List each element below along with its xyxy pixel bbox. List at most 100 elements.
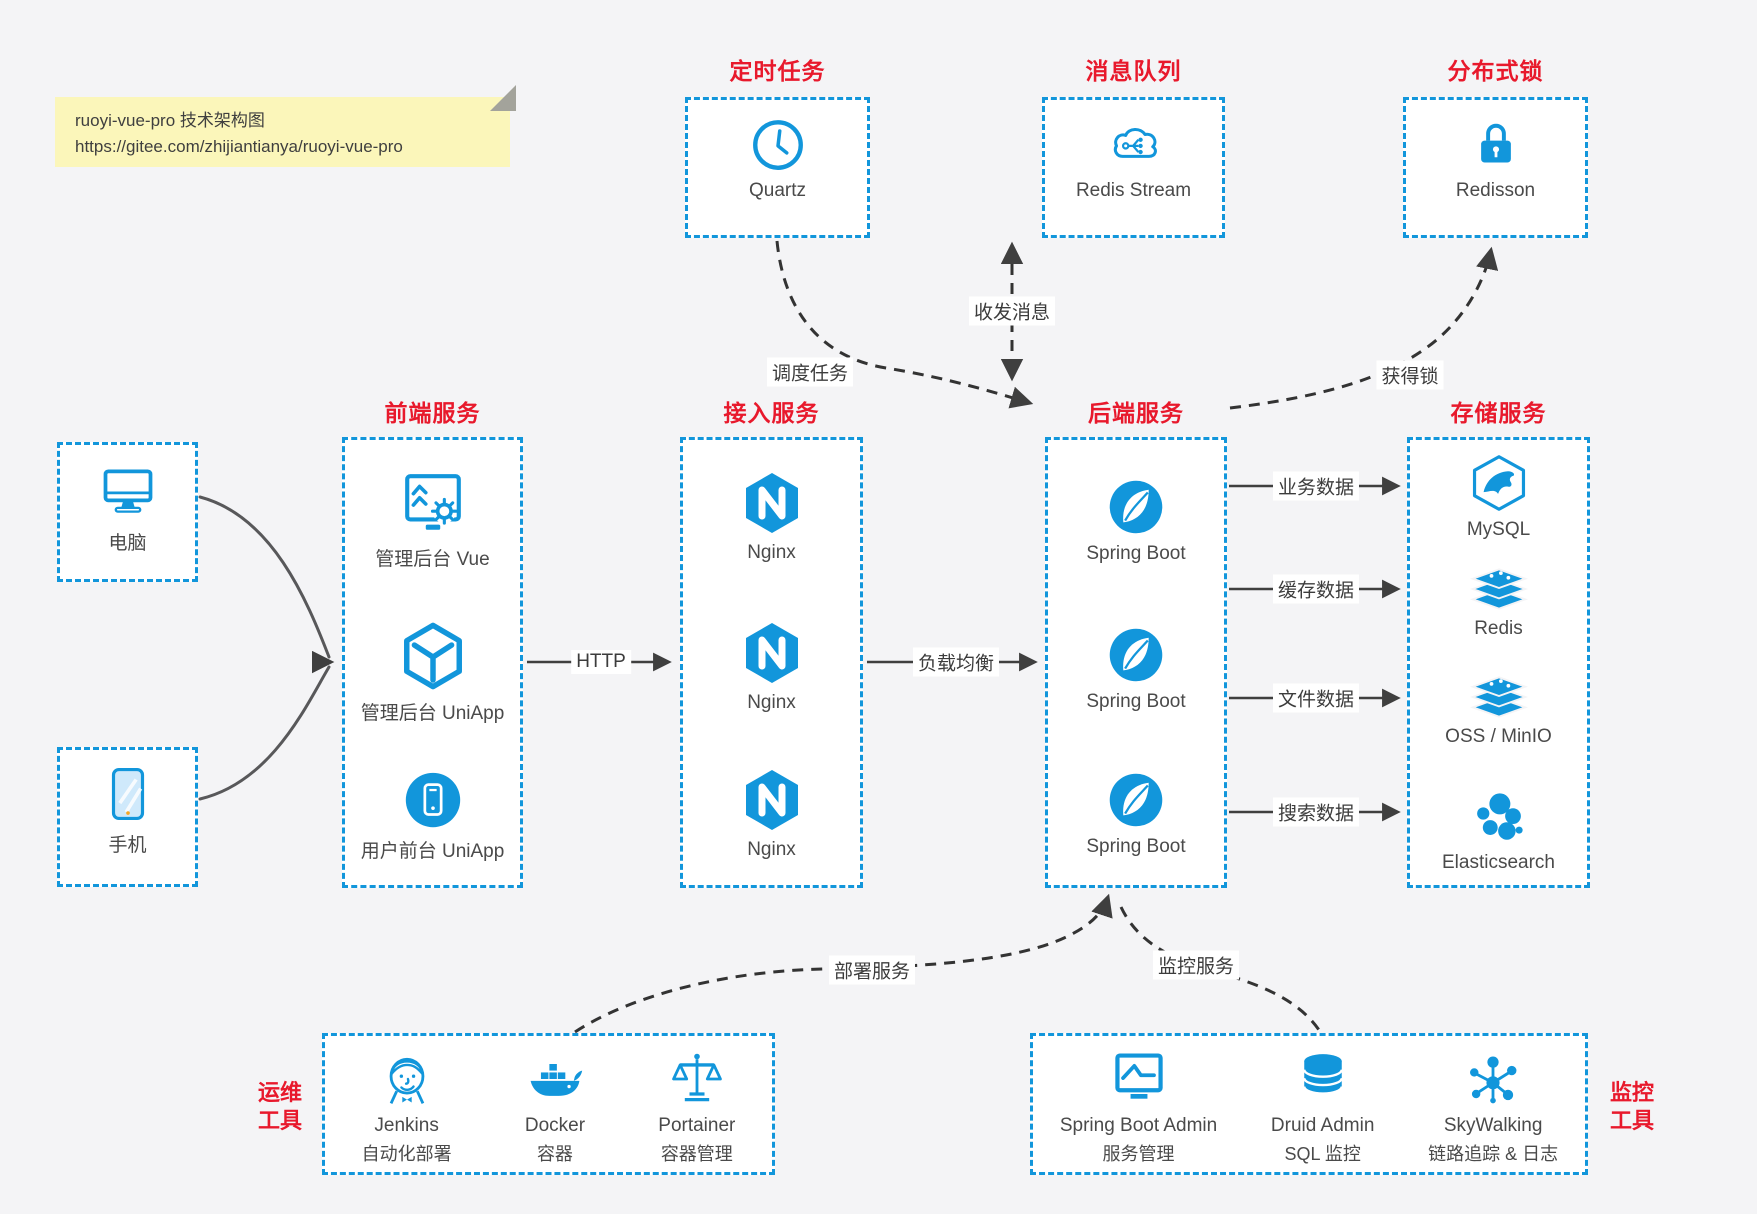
portainer-scale-icon bbox=[667, 1049, 727, 1109]
redis-stack-icon bbox=[1469, 567, 1529, 611]
frontend-item-label: 管理后台 Vue bbox=[375, 549, 490, 570]
backend-item-label: Spring Boot bbox=[1086, 691, 1186, 712]
ops-item-desc: 容器管理 bbox=[660, 1144, 733, 1164]
ops-item-desc: 自动化部署 bbox=[361, 1144, 452, 1164]
ops-side-title: 运维 工具 bbox=[250, 1079, 310, 1134]
skywalking-node-icon bbox=[1463, 1049, 1523, 1109]
ops-item-name: Jenkins bbox=[374, 1115, 439, 1136]
edge-label-load-balance: 负载均衡 bbox=[912, 647, 1000, 677]
ops-item-name: Portainer bbox=[658, 1115, 736, 1136]
storage-item-label: Redis bbox=[1474, 618, 1523, 639]
storage-box: MySQL Redis OSS / MinIO Elasticsearch bbox=[1407, 437, 1590, 888]
edge-label-http: HTTP bbox=[571, 650, 631, 674]
monitor-side-title-line2: 工具 bbox=[1609, 1107, 1654, 1133]
monitor-item-desc: 服务管理 bbox=[1102, 1144, 1175, 1164]
storage-item-label: Elasticsearch bbox=[1442, 852, 1555, 873]
lock-label: Redisson bbox=[1455, 180, 1536, 201]
jenkins-icon bbox=[377, 1049, 437, 1109]
edge-label-file-data: 文件数据 bbox=[1272, 683, 1360, 713]
uniapp-user-icon bbox=[404, 771, 462, 829]
monitor-item-name: Spring Boot Admin bbox=[1059, 1115, 1218, 1136]
note-title: ruoyi-vue-pro 技术架构图 bbox=[75, 111, 265, 130]
frontend-item-label: 用户前台 UniApp bbox=[360, 841, 505, 862]
backend-box: Spring Boot Spring Boot Spring Boot bbox=[1045, 437, 1227, 888]
monitor-item: Spring Boot Admin 服务管理 bbox=[1060, 1049, 1217, 1166]
edge-label-deploy: 部署服务 bbox=[828, 955, 916, 985]
edge-label-schedule-task: 调度任务 bbox=[766, 357, 854, 387]
storage-item-label: OSS / MinIO bbox=[1445, 726, 1552, 747]
mq-label: Redis Stream bbox=[1075, 180, 1192, 201]
monitor-item-name: Druid Admin bbox=[1270, 1115, 1375, 1136]
title-mq: 消息队列 bbox=[1085, 58, 1182, 84]
lock-box: Redisson bbox=[1403, 97, 1588, 238]
monitor-item-desc: 链路追踪 & 日志 bbox=[1428, 1144, 1559, 1164]
edge-label-cache-data: 缓存数据 bbox=[1272, 574, 1360, 604]
title-lock: 分布式锁 bbox=[1447, 58, 1544, 84]
spring-leaf-icon bbox=[1107, 771, 1165, 829]
title-scheduler: 定时任务 bbox=[729, 58, 826, 84]
cloud-stream-icon bbox=[1106, 117, 1162, 173]
title-frontend: 前端服务 bbox=[384, 400, 481, 426]
monitor-item: Druid Admin SQL 监控 bbox=[1270, 1049, 1375, 1166]
edge-label-monitoring: 监控服务 bbox=[1152, 950, 1240, 980]
phone-box: 手机 bbox=[57, 747, 198, 887]
gateway-item-label: Nginx bbox=[747, 692, 796, 713]
title-gateway: 接入服务 bbox=[723, 400, 820, 426]
clock-icon bbox=[750, 117, 806, 173]
admin-vue-icon bbox=[400, 471, 466, 537]
nginx-hexagon-icon bbox=[740, 621, 804, 685]
druid-database-icon bbox=[1293, 1049, 1353, 1109]
edge-computer-frontend bbox=[198, 495, 331, 659]
backend-item-label: Spring Boot bbox=[1086, 836, 1186, 857]
phone-label: 手机 bbox=[108, 835, 147, 856]
monitor-box: Spring Boot Admin 服务管理 Druid Admin SQL 监… bbox=[1030, 1033, 1588, 1175]
ops-item: Docker 容器 bbox=[525, 1049, 585, 1166]
edge-label-message: 收发消息 bbox=[968, 296, 1056, 326]
nginx-hexagon-icon bbox=[740, 471, 804, 535]
smartphone-icon bbox=[99, 765, 157, 823]
gateway-box: Nginx Nginx Nginx bbox=[680, 437, 863, 888]
spring-leaf-icon bbox=[1107, 478, 1165, 536]
frontend-item-label: 管理后台 UniApp bbox=[360, 703, 505, 724]
ops-side-title-line2: 工具 bbox=[257, 1107, 302, 1133]
monitor-item-name: SkyWalking bbox=[1443, 1115, 1543, 1136]
scheduler-box: Quartz bbox=[685, 97, 870, 238]
docker-whale-icon bbox=[525, 1049, 585, 1109]
gateway-item-label: Nginx bbox=[747, 839, 796, 860]
ops-item-desc: 容器 bbox=[536, 1144, 573, 1164]
monitor-item: SkyWalking 链路追踪 & 日志 bbox=[1428, 1049, 1558, 1166]
spring-boot-admin-icon bbox=[1109, 1049, 1169, 1109]
spring-leaf-icon bbox=[1107, 626, 1165, 684]
desktop-icon bbox=[98, 461, 158, 521]
title-backend: 后端服务 bbox=[1088, 400, 1184, 426]
ops-side-title-line1: 运维 bbox=[257, 1080, 302, 1105]
gateway-item-label: Nginx bbox=[747, 542, 796, 563]
mq-box: Redis Stream bbox=[1042, 97, 1225, 238]
elasticsearch-cluster-icon bbox=[1471, 789, 1527, 845]
backend-item-label: Spring Boot bbox=[1086, 543, 1186, 564]
storage-item-label: MySQL bbox=[1466, 519, 1531, 540]
frontend-box: 管理后台 Vue 管理后台 UniApp 用户前台 UniApp bbox=[342, 437, 523, 888]
edge-label-biz-data: 业务数据 bbox=[1272, 471, 1360, 501]
computer-label: 电脑 bbox=[108, 533, 147, 554]
note-url: https://gitee.com/zhijiantianya/ruoyi-vu… bbox=[75, 136, 403, 156]
ops-item-name: Docker bbox=[524, 1115, 586, 1136]
monitor-side-title-line1: 监控 bbox=[1609, 1080, 1654, 1105]
ops-box: Jenkins 自动化部署 Docker 容器 Portainer 容器管理 bbox=[322, 1033, 775, 1175]
title-storage: 存储服务 bbox=[1450, 400, 1547, 426]
computer-box: 电脑 bbox=[57, 442, 198, 582]
scheduler-label: Quartz bbox=[748, 180, 807, 201]
note-fold-corner bbox=[490, 85, 516, 111]
oss-stack-icon bbox=[1469, 675, 1529, 719]
edge-label-search-data: 搜索数据 bbox=[1272, 797, 1360, 827]
mysql-hexagon-icon bbox=[1470, 454, 1528, 512]
monitor-item-desc: SQL 监控 bbox=[1284, 1144, 1361, 1164]
edge-label-acquire-lock: 获得锁 bbox=[1376, 360, 1444, 390]
ops-item: Jenkins 自动化部署 bbox=[362, 1049, 452, 1166]
edge-acquire-lock bbox=[1229, 246, 1499, 410]
uniapp-cube-icon bbox=[398, 621, 468, 691]
padlock-icon bbox=[1468, 117, 1524, 173]
ops-item: Portainer 容器管理 bbox=[658, 1049, 735, 1166]
sticky-note: ruoyi-vue-pro 技术架构图 https://gitee.com/zh… bbox=[55, 85, 516, 167]
nginx-hexagon-icon bbox=[740, 768, 804, 832]
